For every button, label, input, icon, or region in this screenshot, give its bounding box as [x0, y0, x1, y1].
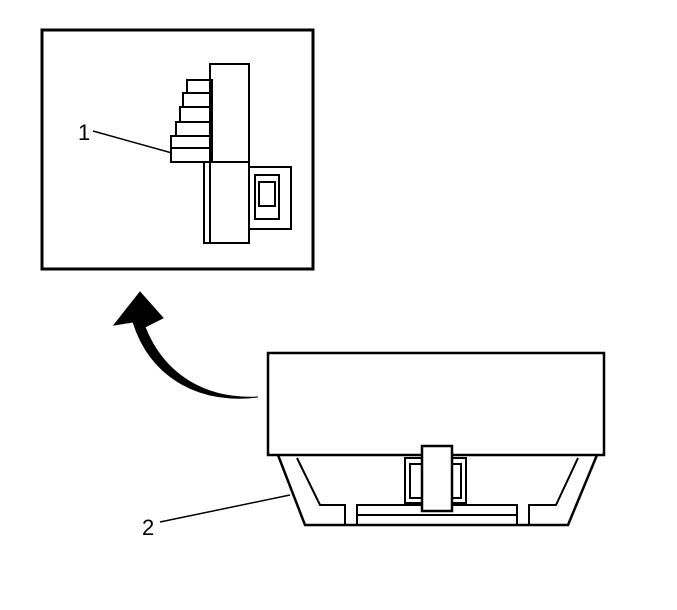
clip-lower-housing	[203, 161, 250, 244]
callout-label-2: 2	[142, 515, 154, 540]
leader-line-2	[159, 494, 291, 523]
installed-clip-tab	[420, 444, 454, 513]
clip-fin-4	[175, 121, 213, 137]
clip-side-view	[170, 63, 292, 244]
component-base	[276, 454, 599, 527]
component-view	[266, 351, 606, 527]
clip-bracket	[249, 166, 292, 230]
clip-locking-tab	[170, 147, 213, 163]
clip-window-outer	[254, 174, 280, 220]
callout-2: 2	[142, 494, 291, 540]
detail-inset: 1	[40, 28, 315, 271]
callout-label-1: 1	[78, 120, 90, 145]
clip-fin-2	[182, 92, 213, 108]
clip-fin-1	[186, 79, 213, 94]
clip-window-inner	[258, 181, 276, 207]
clip-body	[209, 63, 250, 244]
clip-fin-3	[179, 106, 213, 123]
curved-arrow-icon	[112, 291, 259, 399]
clip-fin-5	[170, 135, 213, 149]
leader-line-1	[92, 130, 173, 154]
component-housing	[266, 351, 606, 457]
callout-1: 1	[78, 120, 173, 154]
inset-frame	[40, 28, 315, 271]
